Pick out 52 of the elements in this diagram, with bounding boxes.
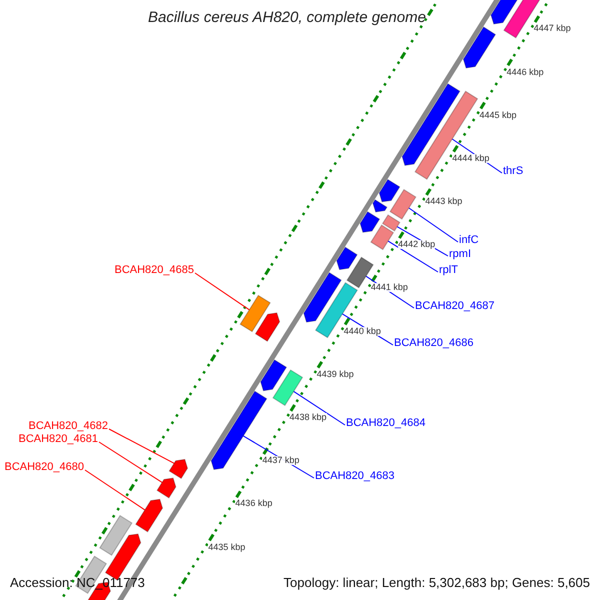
scale-label: 4445 kbp (480, 110, 517, 120)
gene-label: BCAH820_4681 (18, 434, 98, 445)
gene-label: BCAH820_4682 (28, 421, 108, 432)
gene-feature (156, 478, 176, 499)
gene-feature (260, 359, 288, 392)
gene-feature (378, 178, 400, 202)
leader-line (108, 428, 175, 464)
scale-label: 4436 kbp (235, 499, 272, 508)
scale-label: 4439 kbp (316, 370, 354, 379)
leader-line (194, 272, 250, 310)
gene-label: BCAH820_4684 (346, 418, 426, 429)
scale-label: 4438 kbp (290, 413, 327, 422)
scale-label: 4437 kbp (262, 456, 300, 466)
gene-label: rplT (439, 265, 458, 276)
gene-feature (372, 199, 388, 213)
leader-line (408, 208, 458, 242)
scale-label: 4446 kbp (506, 68, 544, 76)
gene-label: BCAH820_4685 (114, 265, 194, 276)
gene-feature (370, 224, 394, 250)
gene-feature (389, 188, 416, 220)
scale-label: 4447 kbp (534, 24, 571, 34)
leader-line (293, 390, 346, 426)
gene-feature (462, 26, 496, 69)
gene-feature (360, 211, 380, 233)
leader-line (98, 442, 163, 483)
scale-label: 4444 kbp (452, 154, 490, 163)
gene-feature (168, 458, 188, 480)
gene-feature (99, 514, 133, 556)
gene-label: infC (459, 235, 479, 246)
title: Bacillus cereus AH820, complete genome (148, 10, 426, 25)
gene-feature (135, 498, 164, 532)
gene-label: BCAH820_4687 (415, 301, 495, 312)
scale-label: 4440 kbp (344, 326, 381, 336)
gene-label: rpmI (449, 249, 471, 260)
scale-label: 4441 kbp (370, 283, 408, 292)
gene-label: BCAH820_4683 (315, 471, 395, 482)
scale-label: 4442 kbp (398, 240, 436, 250)
gene-label: BCAH820_4680 (4, 462, 84, 473)
leader-line (388, 240, 438, 272)
gene-label: BCAH820_4686 (394, 338, 474, 349)
gene-feature (240, 294, 271, 332)
gene-feature (382, 214, 400, 232)
leader-line (84, 470, 146, 510)
scale-label: 4435 kbp (208, 542, 246, 552)
gene-feature (336, 246, 358, 270)
gene-feature (254, 312, 280, 342)
gene-feature (303, 272, 342, 323)
genome-info-text: Topology: linear; Length: 5,302,683 bp; Genes: 5,605 (282, 575, 592, 590)
gene-feature (272, 369, 304, 406)
scale-label: 4443 kbp (425, 197, 462, 206)
gene-label: thrS (503, 166, 524, 177)
accession-text: Accession: NC_011773 (9, 575, 146, 590)
